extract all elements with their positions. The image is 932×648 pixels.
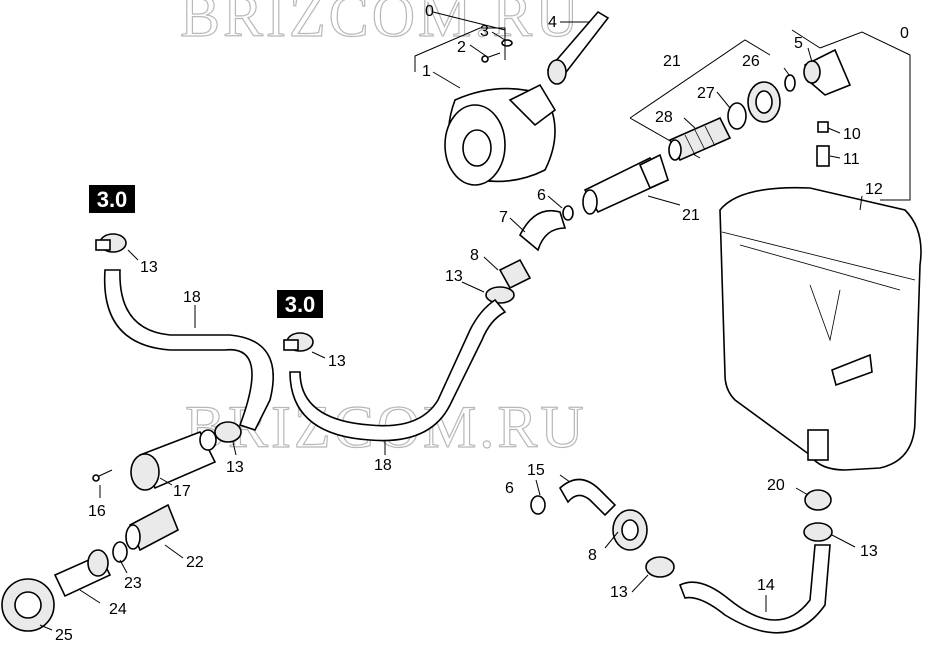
svg-text:3.0: 3.0 [285,292,316,317]
label-21-bottom: 21 [682,207,700,224]
clamp-13-mid [283,332,314,352]
label-15: 15 [527,462,545,479]
label-12: 12 [865,181,883,198]
clamp-13-lower-mid [214,421,242,443]
part-10 [817,121,829,133]
filter-insert-28 [668,116,732,162]
part-labels: 0 0 1 2 3 4 5 6 6 7 8 8 10 11 12 13 13 1… [55,3,909,644]
filter-22 [125,503,180,552]
label-13-lower-mid: 13 [226,459,244,476]
label-11: 11 [843,151,860,168]
label-26: 26 [742,53,760,70]
badge-3-0-center: 3.0 [277,290,323,318]
label-18-center: 18 [374,457,392,474]
label-13-top-left: 13 [140,259,158,276]
hose-14 [678,544,831,634]
label-16: 16 [88,503,106,520]
label-7: 7 [499,209,508,226]
nut-25 [1,578,55,632]
label-3: 3 [480,23,489,40]
label-23: 23 [124,575,142,592]
hose-18-left [103,269,274,431]
label-14: 14 [757,577,775,594]
badge-3-0-left: 3.0 [89,185,135,213]
nut-8-top [498,258,532,290]
label-20: 20 [767,477,785,494]
nipple-24 [53,549,112,598]
label-2: 2 [457,39,466,56]
label-13-bottom: 13 [610,584,628,601]
part-20 [804,489,832,511]
label-13-right: 13 [860,543,878,560]
label-10: 10 [843,126,861,143]
oring-6-top [562,205,574,221]
screw-2 [481,52,501,63]
label-0-right: 0 [900,25,909,42]
label-13-top-center: 13 [445,268,463,285]
clamp-13-top-left [95,233,127,253]
label-21-top: 21 [663,53,681,70]
label-25: 25 [55,627,73,644]
label-6-bottom: 6 [505,480,514,497]
handle-4 [546,10,610,85]
washer-3 [501,39,513,47]
label-4: 4 [548,14,557,31]
nut-26 [747,81,781,123]
leader-lines [39,21,863,631]
label-8-top: 8 [470,247,479,264]
watermark-top: BRIZCOM.RU [180,0,582,49]
oring-6-bottom [530,495,546,515]
clamp-13-bottom [645,556,675,578]
oring-23 [112,541,128,563]
label-22: 22 [186,554,204,571]
label-1: 1 [422,63,431,80]
filter-housing-21 [582,153,670,215]
clamp-13-right [803,522,833,542]
svg-text:3.0: 3.0 [97,187,128,212]
label-5: 5 [794,35,803,52]
fitting-17 [130,429,217,491]
label-27: 27 [697,85,715,102]
elbow-7 [519,210,567,252]
part-11 [816,145,830,167]
pump-motor [444,83,557,186]
connector-5 [784,48,852,96]
label-0-left: 0 [425,3,434,20]
clamp-13-top-center [485,286,515,304]
hose-18-right [289,298,507,442]
screw-16 [92,469,113,482]
label-28: 28 [655,109,673,126]
nut-8-bottom [612,509,648,551]
label-13-center: 13 [328,353,346,370]
label-6-top: 6 [537,187,546,204]
oring-27 [727,102,747,130]
label-24: 24 [109,601,127,618]
tank-12 [719,186,922,471]
label-18-left: 18 [183,289,201,306]
elbow-15 [558,478,617,517]
label-8-bottom: 8 [588,547,597,564]
label-17: 17 [173,483,191,500]
